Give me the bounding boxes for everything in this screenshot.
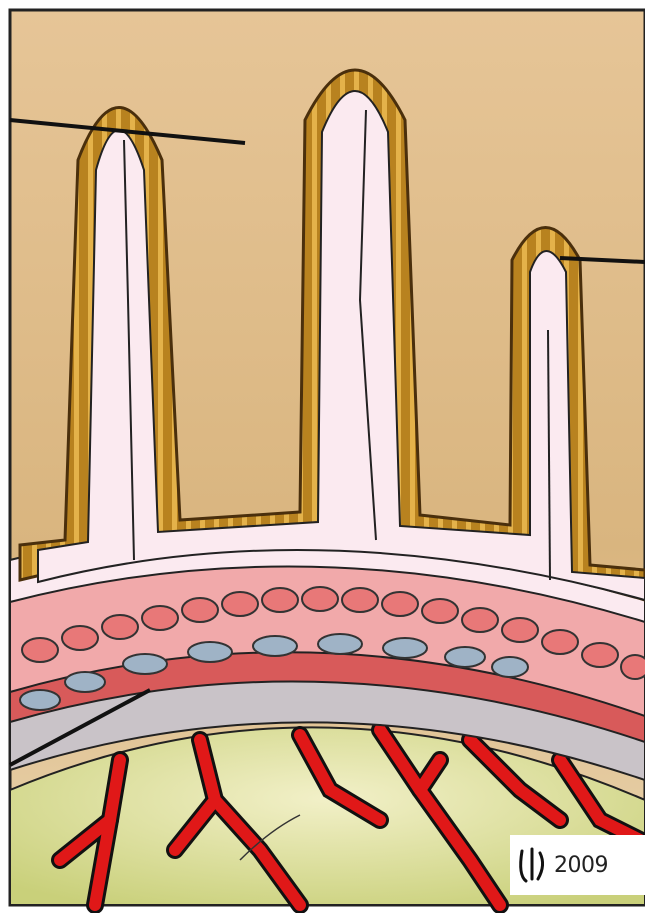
copyright-badge: 2009 (510, 835, 645, 895)
copyright-year: 2009 (554, 853, 608, 878)
author-logo-icon (516, 845, 550, 885)
